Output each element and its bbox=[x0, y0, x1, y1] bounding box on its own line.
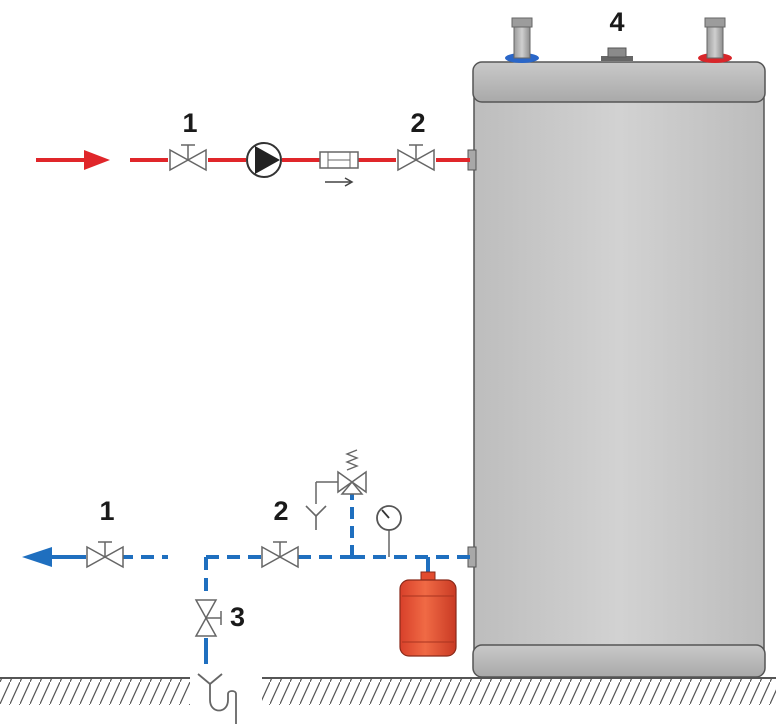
tank-top-cap bbox=[472, 61, 766, 103]
label-return-valve: 1 bbox=[99, 496, 114, 526]
return-flow-arrow-icon bbox=[22, 547, 52, 567]
gate-valve-icon bbox=[261, 541, 299, 569]
drain-funnel-icon bbox=[197, 673, 237, 724]
label-supply-valve-tank: 2 bbox=[410, 108, 425, 138]
pressure-gauge-icon bbox=[376, 505, 402, 557]
gate-valve-icon bbox=[86, 541, 124, 569]
label-return-valve-tank: 2 bbox=[273, 496, 288, 526]
circulation-pump-icon bbox=[246, 142, 282, 178]
hot-top-connection bbox=[698, 17, 732, 63]
gate-valve-icon bbox=[397, 144, 435, 172]
strainer-icon bbox=[319, 151, 359, 187]
cold-top-connection bbox=[505, 17, 539, 63]
supply-flow-arrow-icon bbox=[84, 150, 110, 170]
tundish-funnel-icon bbox=[305, 505, 327, 530]
expansion-vessel-icon bbox=[399, 571, 457, 657]
supply-line bbox=[36, 150, 470, 170]
ground bbox=[0, 677, 776, 705]
return-line bbox=[48, 494, 470, 664]
storage-tank bbox=[467, 61, 766, 678]
safety-valve-icon bbox=[315, 449, 367, 504]
gate-valve-icon bbox=[169, 144, 207, 172]
label-drain-valve: 3 bbox=[230, 602, 245, 632]
label-supply-valve: 1 bbox=[182, 108, 197, 138]
drain-valve-icon bbox=[194, 599, 222, 637]
anode-plug bbox=[601, 47, 633, 61]
tank-bottom-cap bbox=[472, 644, 766, 678]
label-top-connection: 4 bbox=[609, 7, 624, 37]
